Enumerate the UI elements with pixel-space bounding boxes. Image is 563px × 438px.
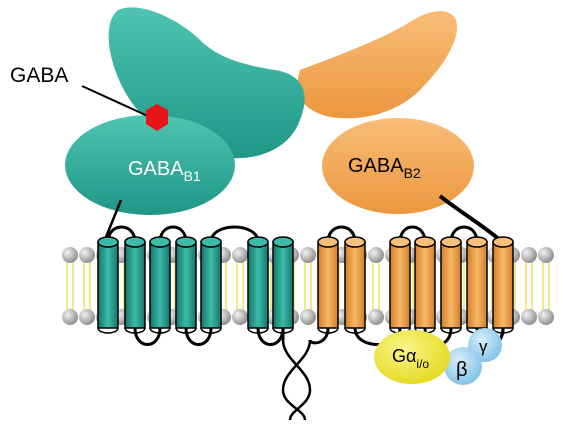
transmembrane-helix	[440, 236, 462, 334]
lipid-head	[232, 247, 248, 263]
gamma-label: γ	[479, 337, 488, 356]
lipid-head	[62, 309, 78, 325]
lipid-head	[368, 309, 384, 325]
beta-label: β	[456, 359, 468, 381]
beta-subunit	[444, 347, 482, 385]
gaba-ligand-label: GABA	[10, 64, 68, 87]
transmembrane-helix	[175, 236, 197, 334]
galpha-label: Gαi/o	[392, 346, 429, 371]
transmembrane-helix	[272, 236, 294, 334]
transmembrane-helix	[97, 236, 119, 334]
transmembrane-helix	[124, 236, 146, 334]
lipid-head	[521, 309, 537, 325]
gaba-b1-transmembrane-helices	[97, 236, 294, 334]
transmembrane-helix	[317, 236, 339, 334]
gaba-b1-label: GABAB1	[128, 158, 201, 184]
lipid-head	[300, 309, 316, 325]
gaba-b2-label: GABAB2	[348, 155, 421, 181]
gaba-b2-transmembrane-helices	[317, 236, 514, 334]
lipid-head	[300, 247, 316, 263]
galpha-subunit	[374, 330, 450, 384]
transmembrane-helix	[414, 236, 436, 334]
gaba-b2-extracellular-domain	[297, 11, 474, 214]
lipid-head	[62, 247, 78, 263]
lipid-head	[538, 247, 554, 263]
b1-linker	[102, 199, 123, 243]
gaba-pointer-line	[81, 85, 153, 119]
lipid-head	[521, 247, 537, 263]
transmembrane-helix	[344, 236, 366, 334]
b2-linker	[438, 194, 504, 244]
helix-loop	[184, 327, 213, 346]
transmembrane-helix	[247, 236, 269, 334]
transmembrane-helix	[492, 236, 514, 334]
transmembrane-helix	[466, 236, 488, 334]
coiled-coil-tails	[281, 339, 312, 421]
gaba-ligand-hexagon	[146, 104, 168, 131]
lipid-head	[232, 309, 248, 325]
helix-loop	[133, 327, 162, 346]
lipid-head	[538, 309, 554, 325]
lipid-head	[79, 247, 95, 263]
lipid-head	[79, 309, 95, 325]
helix-loop	[256, 327, 285, 346]
lipid-head	[368, 247, 384, 263]
transmembrane-helix	[200, 236, 222, 334]
transmembrane-helix	[389, 236, 411, 334]
transmembrane-helix	[149, 236, 171, 334]
g-protein-complex: Gαi/o β γ	[374, 328, 502, 385]
